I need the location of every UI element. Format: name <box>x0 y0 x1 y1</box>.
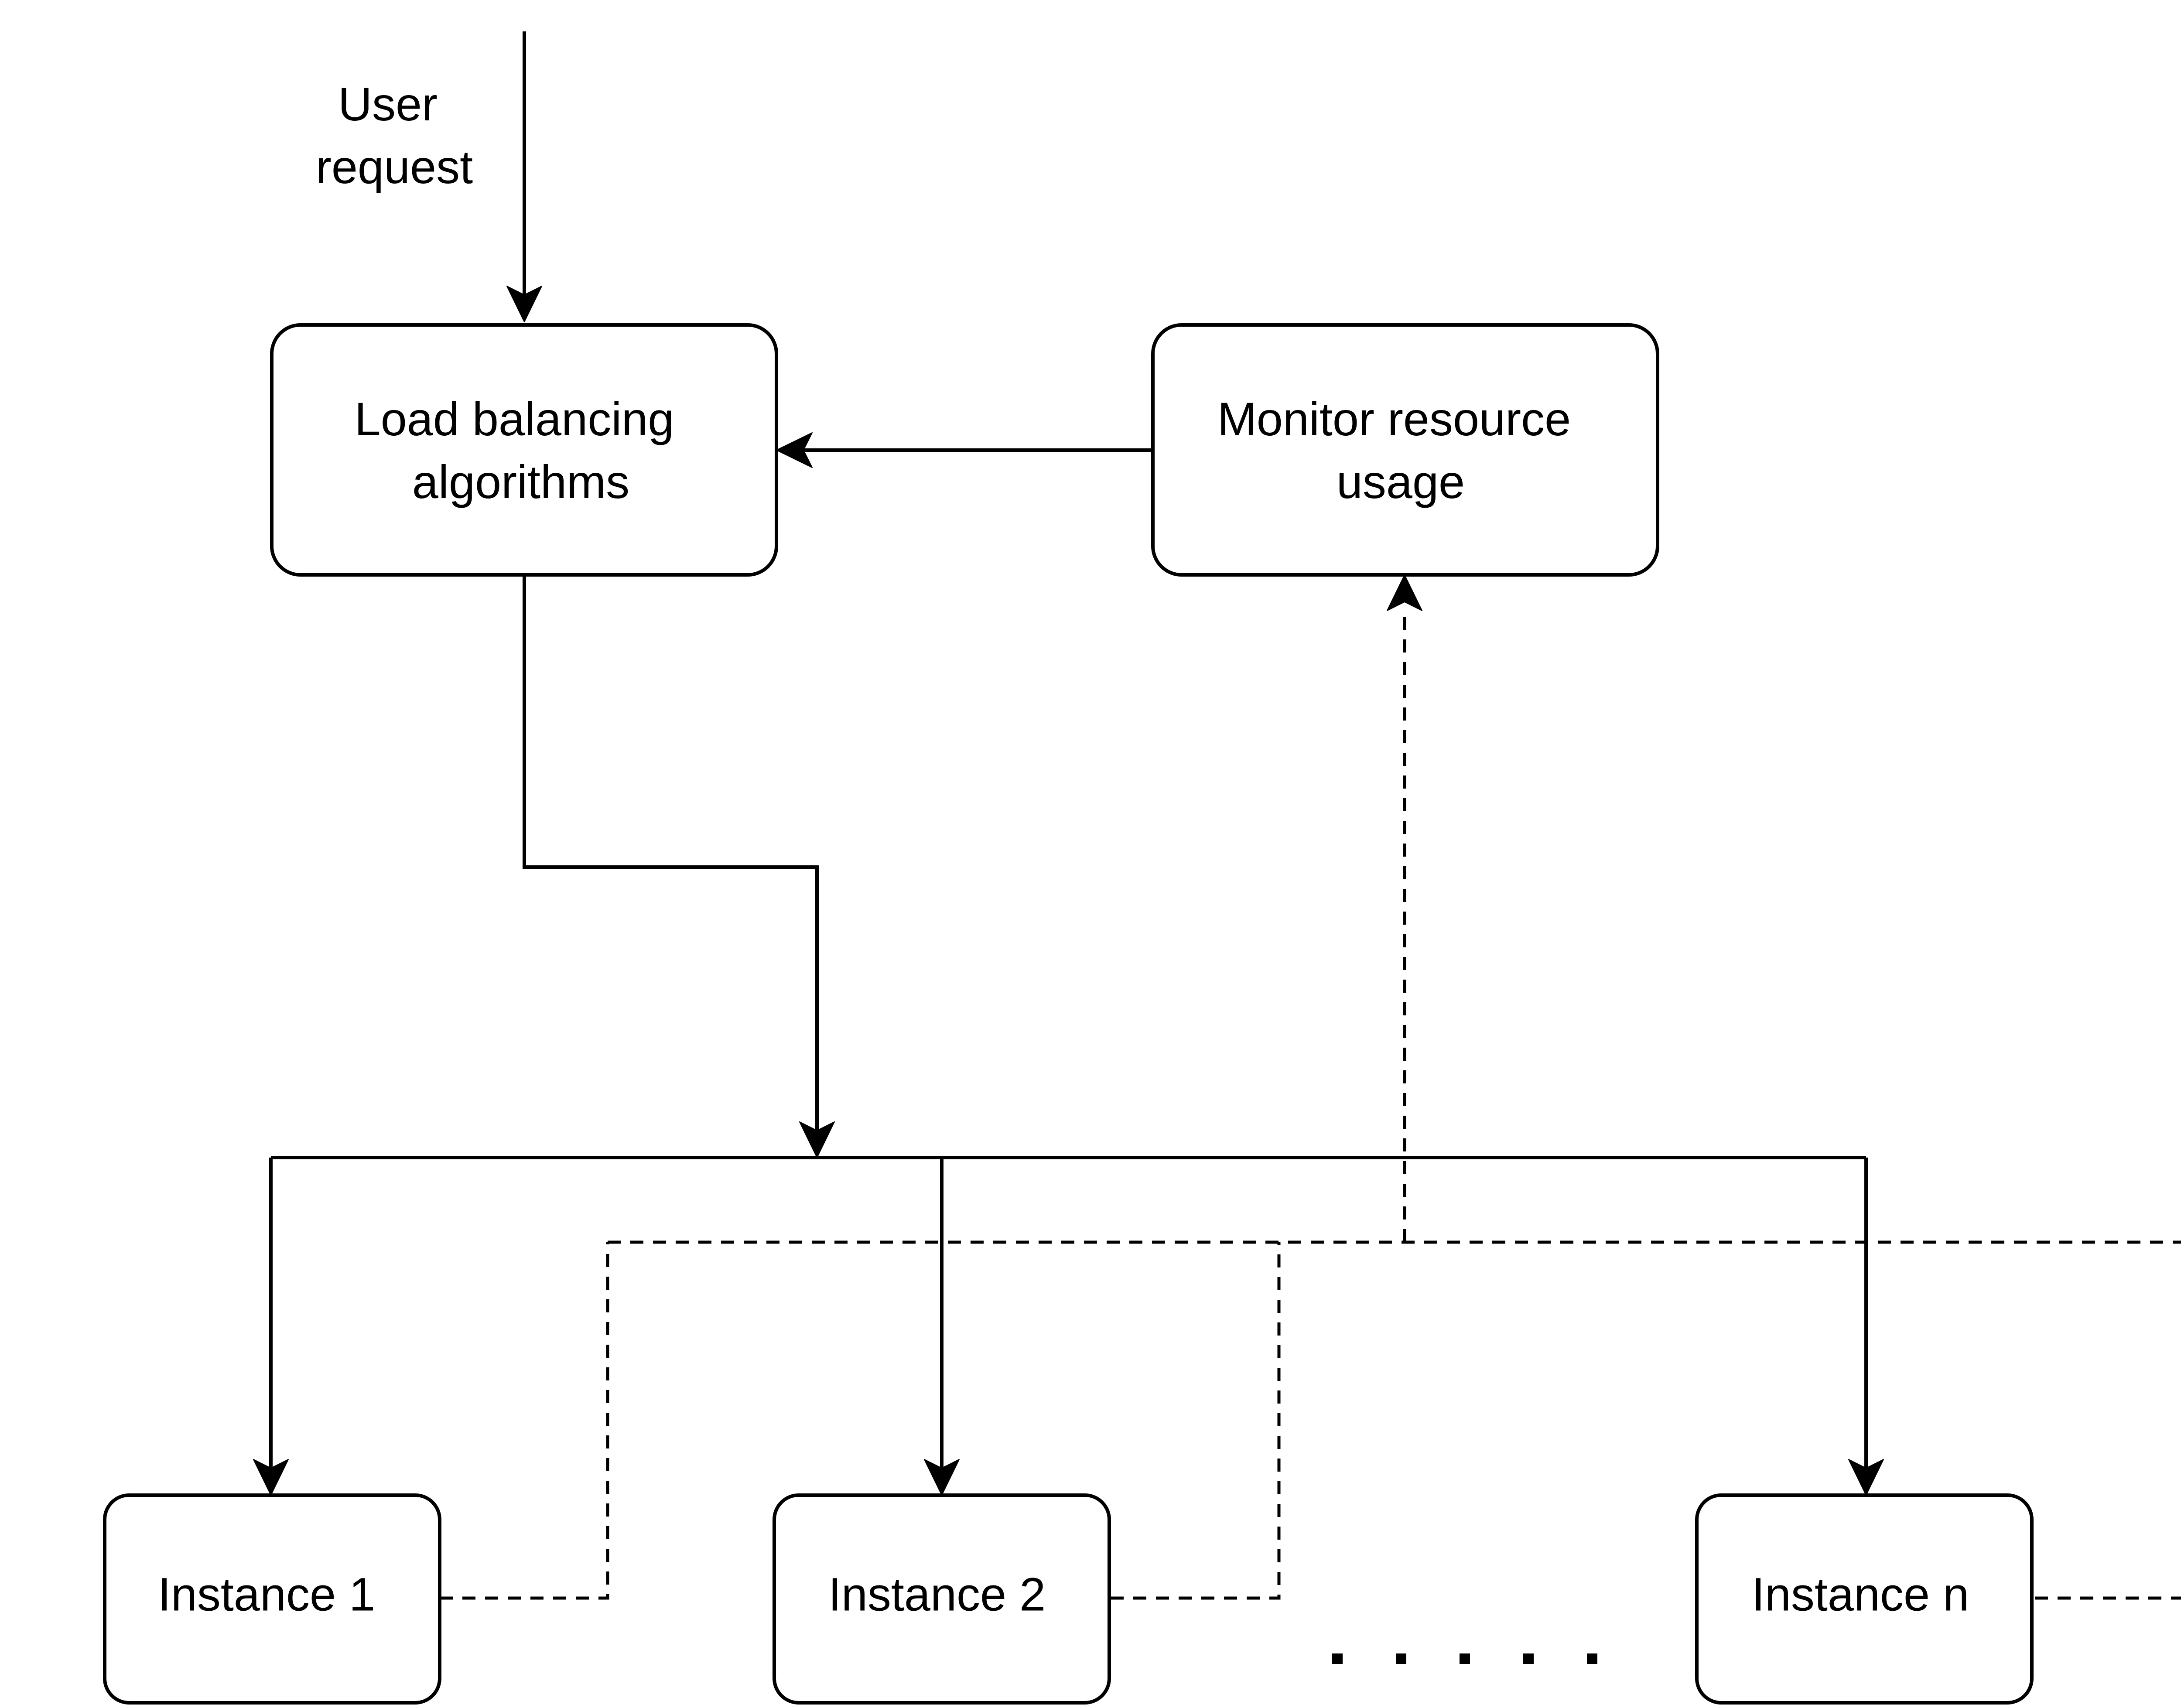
instance-n-label: Instance n <box>1752 1568 1969 1621</box>
ellipsis-dot <box>1523 1653 1534 1664</box>
arrowhead-load-balancer-right <box>776 432 813 468</box>
arrowhead-monitor-bottom <box>1387 574 1422 611</box>
arrowhead-instance-n <box>1848 1459 1884 1496</box>
ellipsis-dot <box>1332 1653 1343 1664</box>
feedback-from-instance-2 <box>1111 1242 1281 1600</box>
edge-load-balancer-to-bus <box>523 575 819 1134</box>
load-balancer-label-line-2: algorithms <box>412 455 629 508</box>
arrowhead-bus <box>799 1121 835 1158</box>
monitor-label-line-2: usage <box>1337 455 1465 508</box>
arrowhead-instance-1 <box>253 1459 289 1496</box>
feedback-from-instance-n <box>2035 1596 2181 1600</box>
ellipsis-dot <box>1460 1653 1470 1664</box>
load-balancer-box <box>270 323 778 577</box>
user-request-label-line-1: User <box>338 78 438 130</box>
arrowhead-instance-2 <box>924 1459 960 1496</box>
arrowhead-load-balancer-top <box>506 286 542 322</box>
monitor-label: Monitor resource usage <box>1217 393 1584 508</box>
user-request-label-line-2: request <box>316 140 473 193</box>
ellipsis-dot <box>1587 1653 1597 1664</box>
user-request-label: User request <box>316 78 473 193</box>
load-balancer-label: Load balancing algorithms <box>355 393 687 508</box>
instance-1-label: Instance 1 <box>158 1568 375 1621</box>
ellipsis-dot <box>1396 1653 1406 1664</box>
feedback-from-instance-1 <box>440 1242 609 1600</box>
instance-2-box <box>773 1493 1111 1705</box>
monitor-label-line-1: Monitor resource <box>1217 393 1571 445</box>
monitor-box <box>1151 323 1659 577</box>
instance-ellipsis <box>1332 1653 1597 1664</box>
instance-n-box <box>1695 1493 2034 1705</box>
instance-1-box <box>103 1493 441 1705</box>
instance-2-label: Instance 2 <box>828 1568 1046 1621</box>
load-balancer-label-line-1: Load balancing <box>355 393 674 445</box>
